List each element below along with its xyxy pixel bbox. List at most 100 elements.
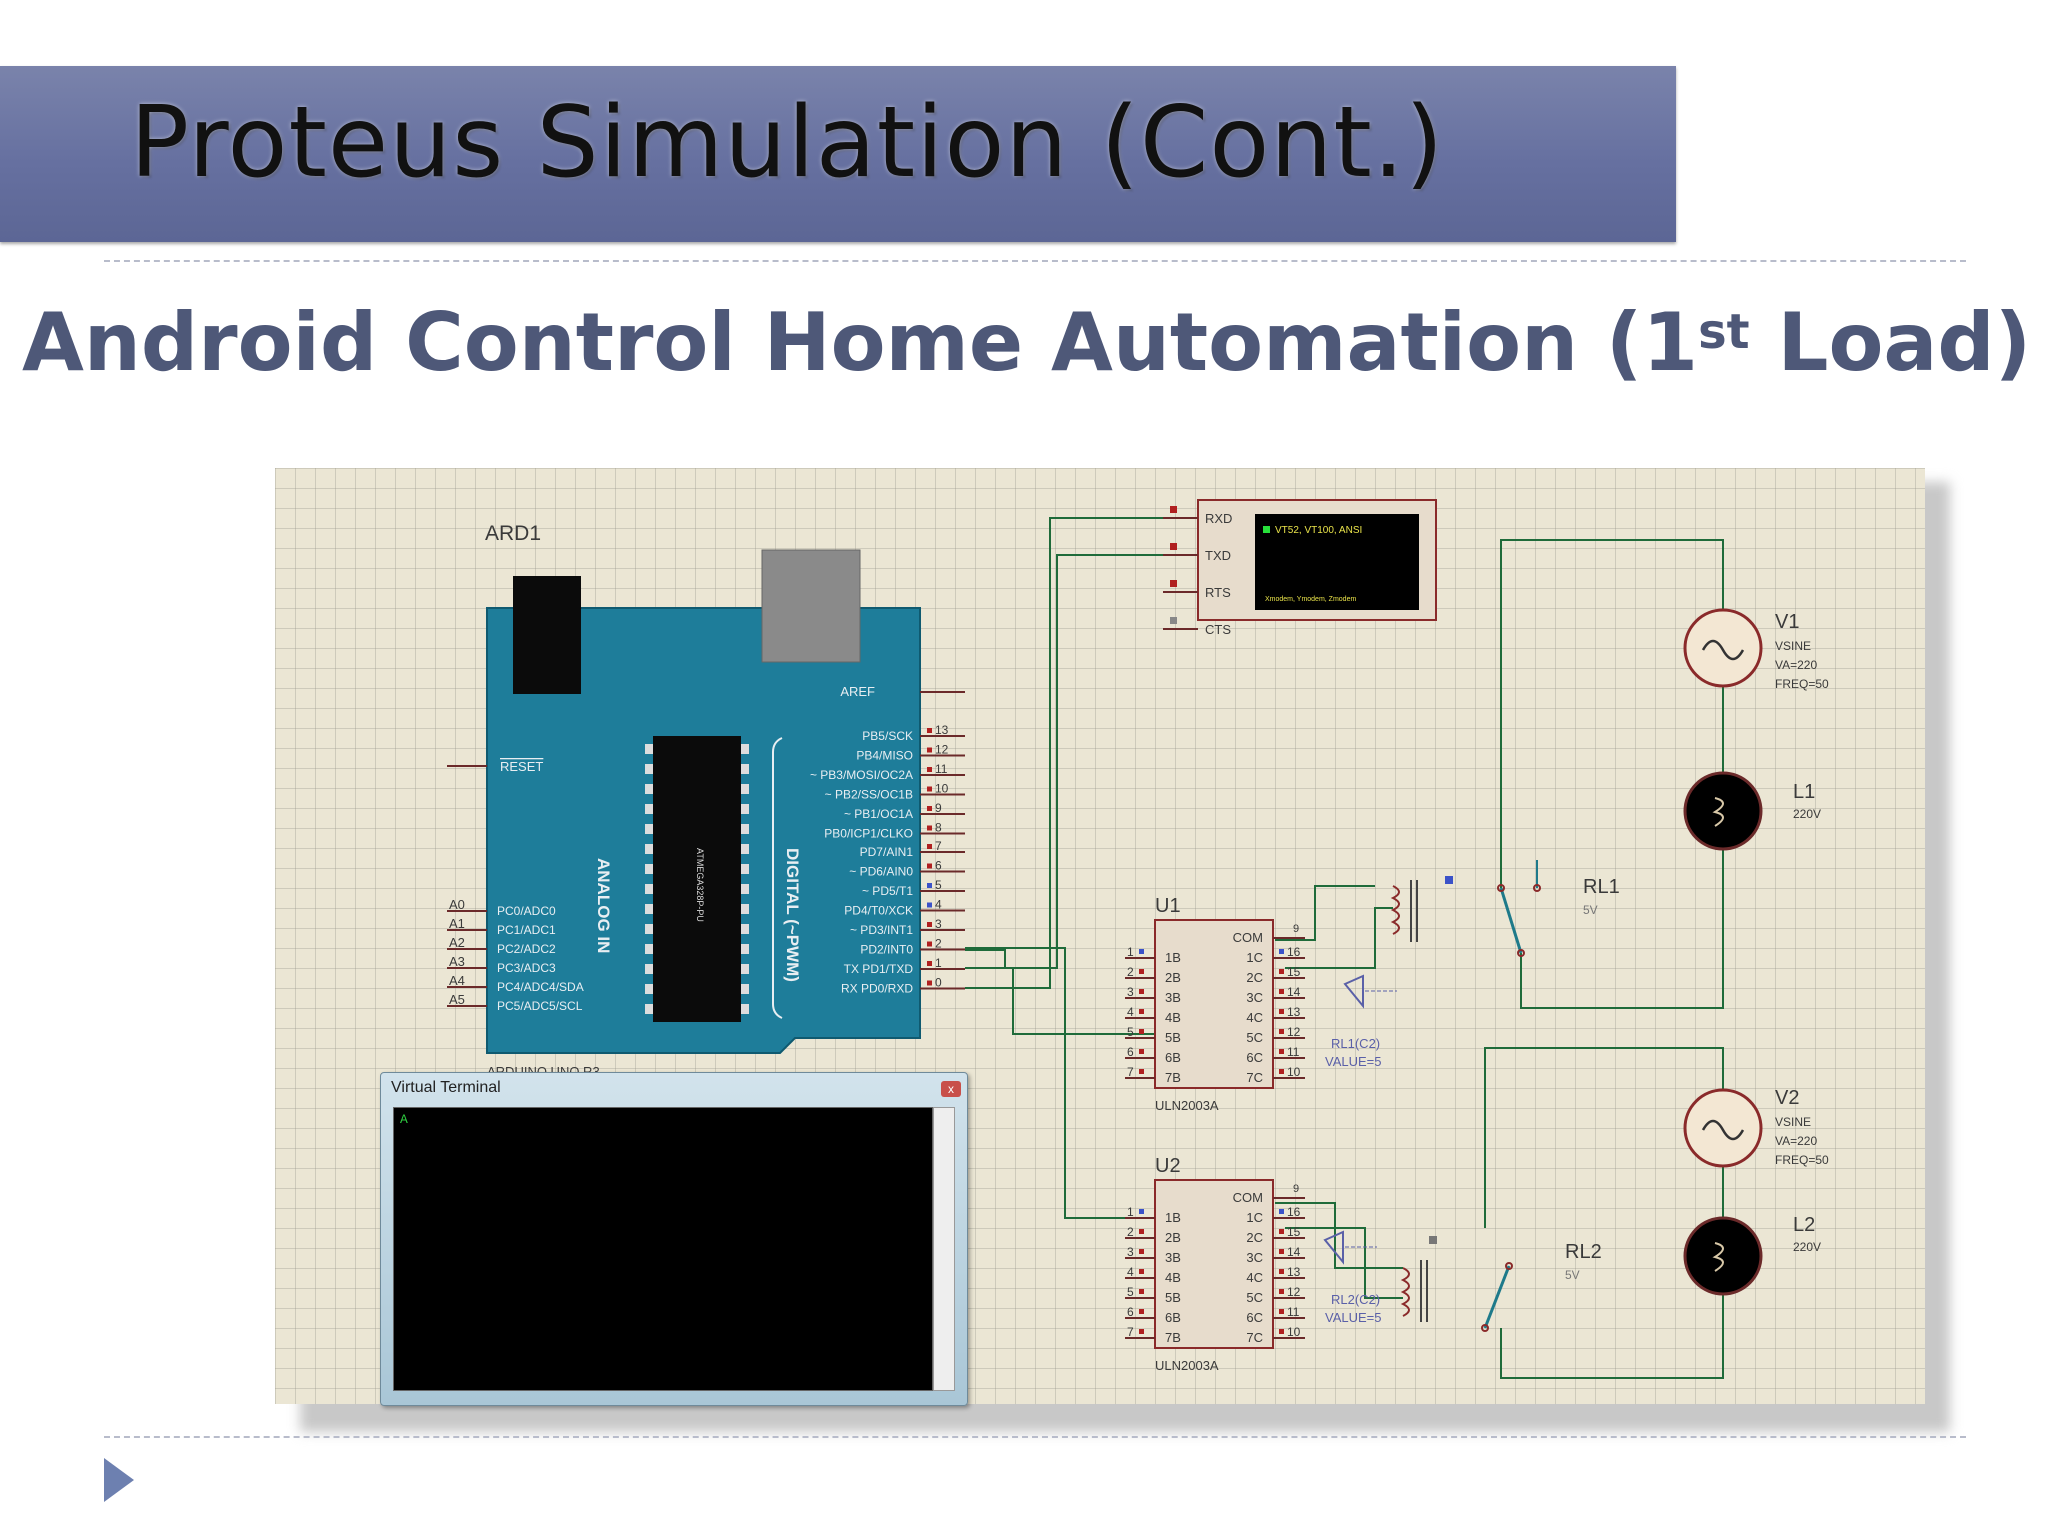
pin-state-marker — [1279, 1029, 1284, 1034]
pin-state-marker — [927, 922, 932, 927]
uln-in-label: 1B — [1165, 950, 1181, 965]
uln-in-number: 4 — [1127, 1265, 1134, 1279]
analog-pin-number: A3 — [449, 954, 465, 969]
virtual-terminal-window[interactable]: Virtual Terminal x A — [380, 1072, 968, 1406]
terminal-screen — [1255, 514, 1419, 610]
digital-pin-number: 10 — [935, 782, 949, 796]
uln-in-number: 7 — [1127, 1325, 1134, 1339]
digital-pin-number: 9 — [935, 801, 942, 815]
digital-pin-number: 11 — [935, 762, 948, 776]
uln-ref: U1 — [1155, 895, 1181, 917]
terminal-pin-label: RXD — [1205, 511, 1232, 526]
close-icon[interactable]: x — [941, 1081, 961, 1097]
uln-in-number: 6 — [1127, 1045, 1134, 1059]
chip-pin — [741, 944, 749, 954]
rl1-coil-ref: RL1(C2) — [1331, 1036, 1380, 1051]
chip-pin — [741, 864, 749, 874]
v1-freq: FREQ=50 — [1775, 677, 1829, 691]
v1-va: VA=220 — [1775, 658, 1817, 672]
pin-state-marker — [927, 863, 932, 869]
uln-out-number: 13 — [1287, 1265, 1301, 1279]
pin-state-marker — [927, 902, 932, 908]
v2-type: VSINE — [1775, 1115, 1811, 1129]
pin-state-marker — [1170, 580, 1177, 587]
pin-state-marker — [1139, 1009, 1144, 1014]
pin-state-marker — [1279, 1329, 1284, 1334]
analog-pin-number: A4 — [449, 973, 465, 988]
pin-state-marker — [1279, 1229, 1284, 1234]
uln-com-label: COM — [1233, 1190, 1263, 1205]
uln-body — [1154, 1179, 1274, 1349]
chip-pin — [741, 884, 749, 894]
uln-out-number: 11 — [1287, 1305, 1300, 1319]
pin-state-marker — [1139, 989, 1144, 994]
uln-out-number: 15 — [1287, 1225, 1301, 1239]
pin-state-marker — [1139, 1049, 1144, 1054]
pin-state-marker — [1139, 1029, 1144, 1034]
virtual-terminal-scrollbar[interactable] — [933, 1107, 955, 1391]
uln-out-label: 6C — [1246, 1310, 1263, 1325]
pin-state-marker — [1170, 543, 1177, 550]
uln-in-label: 3B — [1165, 990, 1181, 1005]
analog-pin-name: PC3/ADC3 — [497, 961, 556, 975]
analog-pin-name: PC5/ADC5/SCL — [497, 999, 583, 1013]
uln-in-label: 7B — [1165, 1070, 1181, 1085]
pin-state-marker — [927, 786, 932, 792]
uln-out-number: 14 — [1287, 1245, 1301, 1259]
l2-value: 220V — [1793, 1240, 1821, 1254]
v1-type: VSINE — [1775, 639, 1811, 653]
pin-state-marker — [1139, 969, 1144, 974]
virtual-terminal-screen[interactable]: A — [393, 1107, 933, 1391]
lamp-l1 — [1683, 771, 1763, 851]
chip-pin — [645, 804, 653, 814]
virtual-terminal-title: Virtual Terminal — [391, 1079, 501, 1096]
uln-in-label: 4B — [1165, 1270, 1181, 1285]
chip-pin — [645, 844, 653, 854]
chip-pin — [645, 984, 653, 994]
uln-out-label: 3C — [1246, 990, 1263, 1005]
chip-pin — [645, 904, 653, 914]
play-icon[interactable] — [104, 1458, 134, 1502]
schematic-svg: ARD1 ATMEGA328P-PU ANALOG IN DIGITAL (~P… — [447, 499, 1829, 1379]
digital-pin-number: 4 — [935, 898, 942, 912]
l1-ref: L1 — [1793, 781, 1815, 803]
digital-pin-number: 7 — [935, 839, 942, 853]
pin-state-marker — [927, 941, 932, 947]
uln-out-number: 16 — [1287, 1205, 1301, 1219]
uln-in-label: 5B — [1165, 1030, 1181, 1045]
uln-in-number: 3 — [1127, 985, 1134, 999]
analog-pin-number: A2 — [449, 935, 465, 950]
pin-state-marker — [1139, 1269, 1144, 1274]
analog-pin-number: A0 — [449, 897, 465, 912]
v2-freq: FREQ=50 — [1775, 1153, 1829, 1167]
digital-pin-name: ~ PD6/AIN0 — [849, 865, 913, 879]
uln-in-label: 1B — [1165, 1210, 1181, 1225]
uln-com-number: 9 — [1293, 923, 1299, 935]
uln-part: ULN2003A — [1155, 1358, 1219, 1373]
uln-com-label: COM — [1233, 930, 1263, 945]
chip-pin — [741, 784, 749, 794]
chip-pin — [645, 824, 653, 834]
digital-header: DIGITAL (~PWM) — [783, 848, 802, 982]
digital-pin-name: ~ PD5/T1 — [862, 884, 913, 898]
chip-pin — [741, 744, 749, 754]
pin-state-marker — [1139, 1229, 1144, 1234]
pin-state-marker — [1170, 506, 1177, 513]
digital-pin-name: ~ PB1/OC1A — [844, 807, 913, 821]
digital-pin-number: 13 — [935, 723, 949, 737]
analog-pin-number: A1 — [449, 916, 465, 931]
pin-state-marker — [927, 747, 932, 753]
chip-pin — [645, 884, 653, 894]
chip-pin — [741, 764, 749, 774]
uln-out-label: 1C — [1246, 1210, 1263, 1225]
vsine-v2 — [1683, 1088, 1763, 1168]
v1-ref: V1 — [1775, 611, 1799, 633]
pin-state-marker — [1139, 1249, 1144, 1254]
chip-pin — [741, 1004, 749, 1014]
analog-pin-name: PC4/ADC4/SDA — [497, 980, 584, 994]
chip-pin — [741, 984, 749, 994]
